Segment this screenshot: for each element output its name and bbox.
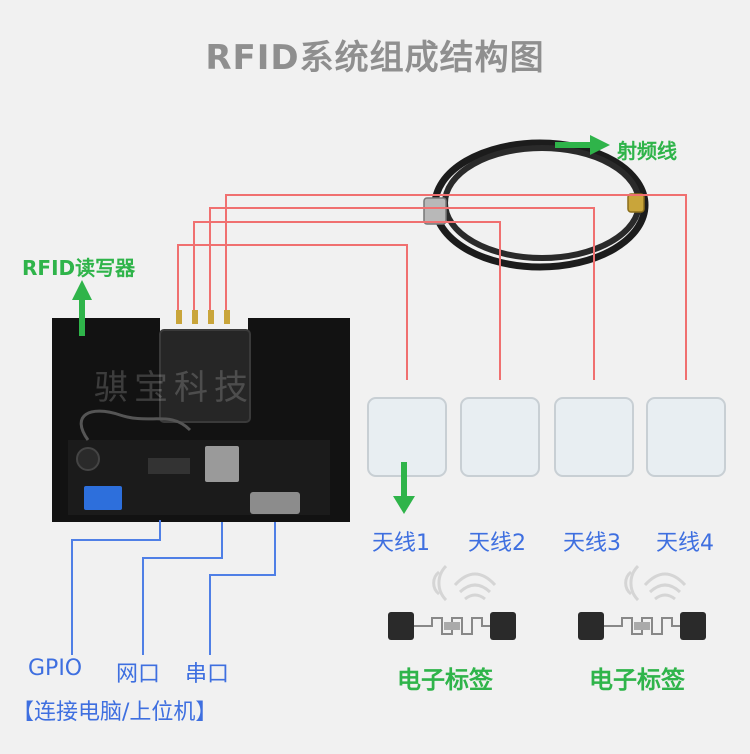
rf-port-2 (192, 310, 198, 324)
antenna-label-1: 天线1 (372, 531, 430, 556)
dip-switch (84, 486, 122, 510)
rf-line-3 (209, 207, 595, 380)
watermark-text: 骐宝科技 (94, 368, 254, 408)
rf-connection-lines (177, 194, 687, 380)
cable-connector (423, 197, 447, 225)
rfid-tag-icon (578, 612, 706, 640)
rfid-reader-board (52, 310, 350, 522)
rf-line-1 (177, 244, 408, 380)
connect-note: 【连接电脑/上位机】 (12, 700, 218, 725)
wireless-signal-icon (624, 564, 687, 602)
antenna-label-4: 天线4 (656, 531, 714, 556)
antenna-tile-3 (554, 397, 634, 477)
buzzer (76, 447, 100, 471)
serial-label: 串口 (185, 662, 230, 687)
rf-port-3 (208, 310, 214, 324)
cable-label: 射频线 (617, 139, 677, 163)
tag-label-2: 电子标签 (589, 666, 685, 694)
serial-port (250, 492, 300, 514)
rf-line-4 (225, 194, 687, 380)
reader-arrow-icon (72, 280, 92, 336)
pointer-arrows (72, 135, 610, 514)
header-pins (148, 458, 190, 474)
cable-arrow-icon (555, 135, 610, 155)
tag-label-1: 电子标签 (397, 666, 493, 694)
reader-module (159, 329, 251, 423)
antenna-tile-4 (646, 397, 726, 477)
rf-port-1 (176, 310, 182, 324)
antenna-label-2: 天线2 (468, 531, 526, 556)
network-port (205, 446, 239, 482)
reader-label: RFID读写器 (22, 256, 136, 280)
rf-port-4 (224, 310, 230, 324)
rfid-tag-icon (388, 612, 516, 640)
network-label: 网口 (116, 662, 161, 687)
gpio-label: GPIO (28, 656, 83, 681)
antenna-tiles (367, 397, 726, 477)
ribbon-cable (79, 409, 192, 441)
antenna-label-3: 天线3 (563, 531, 621, 556)
interface-lines (71, 520, 276, 655)
wireless-signal-icon (432, 564, 497, 602)
rf-line-2 (193, 221, 501, 380)
antenna-arrow-icon (393, 462, 415, 514)
page-title: RFID系统组成结构图 (205, 38, 545, 78)
rf-cable (423, 139, 649, 271)
antenna-tile-2 (460, 397, 540, 477)
cable-connector-gold (627, 193, 645, 213)
